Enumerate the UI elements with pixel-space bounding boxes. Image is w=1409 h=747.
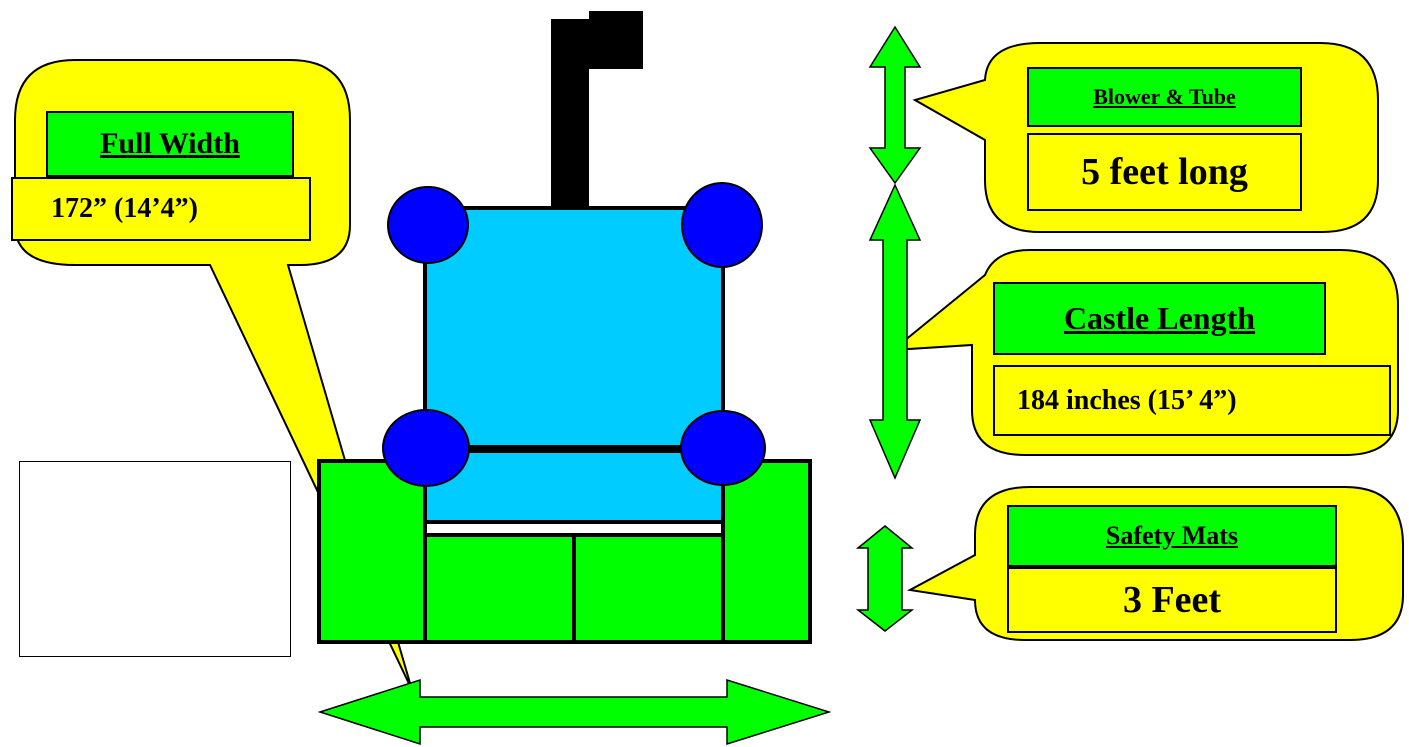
safety-mats-title: Safety Mats (1007, 505, 1337, 567)
castle-photo-frame (19, 461, 291, 657)
blower-tube-title: Blower & Tube (1027, 67, 1302, 127)
safety-mat-right (721, 459, 812, 644)
safety-mats-arrow (855, 525, 915, 632)
safety-mat-front-left (423, 533, 576, 644)
tower-top-left (387, 186, 469, 264)
castle-length-arrow (868, 183, 922, 480)
blower-unit (589, 11, 643, 69)
width-arrow (317, 678, 832, 746)
castle-length-title: Castle Length (993, 282, 1326, 355)
blower-tube-value: 5 feet long (1027, 133, 1302, 211)
castle-length-value: 184 inches (15’ 4”) (993, 365, 1391, 436)
safety-mats-value: 3 Feet (1007, 567, 1337, 633)
tower-bottom-right (680, 410, 766, 486)
castle-body (423, 206, 725, 524)
full-width-value: 172” (14’4”) (11, 177, 311, 241)
safety-mat-left (317, 459, 429, 644)
blower-length-arrow (868, 25, 922, 185)
blower-tube (551, 19, 589, 223)
tower-bottom-left (382, 409, 470, 487)
tower-top-right (681, 182, 763, 268)
full-width-title: Full Width (46, 111, 294, 177)
castle-front-step (423, 520, 725, 537)
safety-mat-front-right (572, 533, 725, 644)
